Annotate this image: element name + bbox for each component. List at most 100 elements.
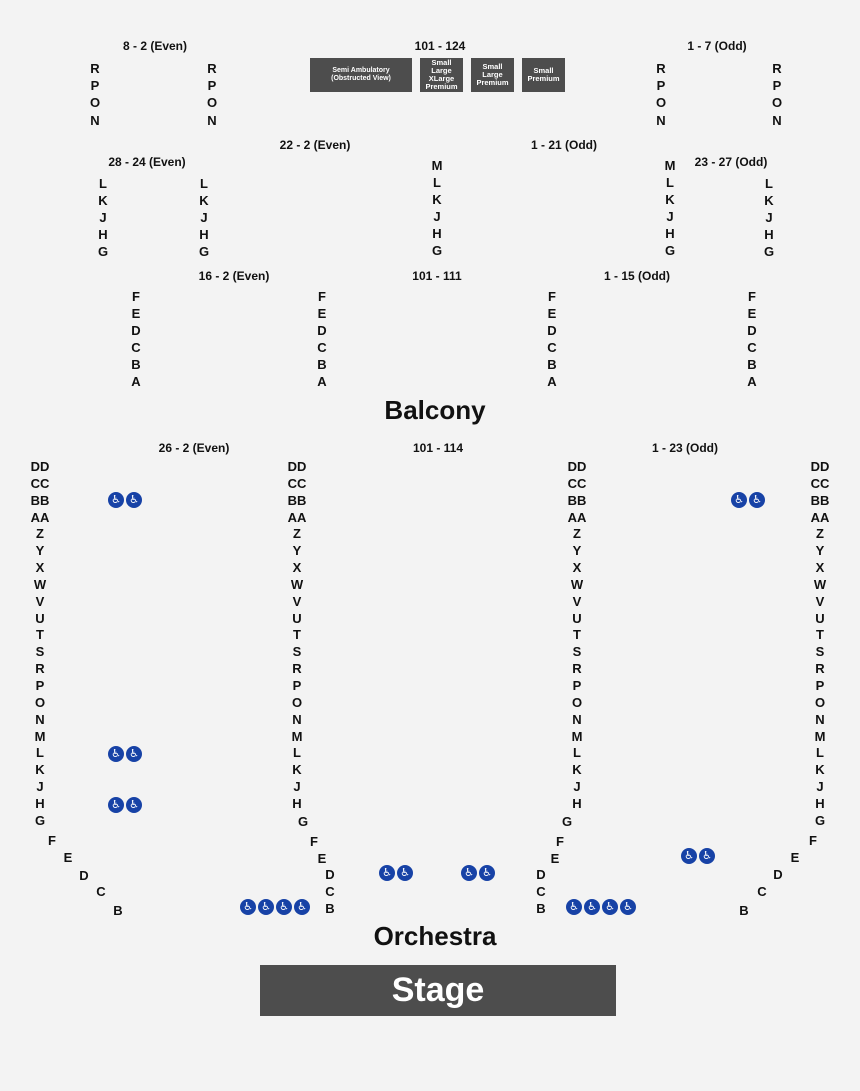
wheelchair-icon[interactable]: ♿: [108, 492, 124, 508]
row-label-b: B: [325, 901, 335, 916]
wheelchair-icon[interactable]: ♿: [379, 865, 395, 881]
wheelchair-icon[interactable]: ♿: [620, 899, 636, 915]
wheelchair-icon[interactable]: ♿: [258, 899, 274, 915]
section-label: 101 - 114: [412, 441, 464, 455]
row-label: F: [548, 289, 556, 304]
row-label: J: [99, 210, 107, 225]
row-label-e: E: [790, 850, 800, 865]
row-label: R: [572, 661, 582, 677]
row-label-e: E: [317, 851, 327, 866]
row-label: CC: [567, 475, 587, 491]
wheelchair-icon[interactable]: ♿: [699, 848, 715, 864]
row-label: J: [200, 210, 208, 225]
row-label: B: [317, 357, 327, 372]
wheelchair-icon[interactable]: ♿: [681, 848, 697, 864]
row-label: V: [35, 593, 45, 609]
row-label: X: [35, 560, 45, 576]
row-label: DD: [30, 459, 50, 474]
wheelchair-icon[interactable]: ♿: [602, 899, 618, 915]
row-label: A: [317, 374, 327, 389]
row-label: R: [35, 661, 45, 677]
row-label: V: [572, 593, 582, 609]
row-label: A: [131, 374, 141, 389]
row-label: AA: [810, 509, 830, 525]
section-label: 1 - 23 (Odd): [651, 441, 719, 455]
row-label: D: [747, 323, 757, 338]
wheelchair-icon[interactable]: ♿: [397, 865, 413, 881]
premium-box[interactable]: Small Large Premium: [471, 58, 514, 92]
row-label: BB: [810, 492, 830, 508]
row-label: Y: [815, 543, 825, 559]
row-label: G: [198, 244, 210, 259]
wheelchair-icon[interactable]: ♿: [479, 865, 495, 881]
row-label-e: E: [63, 850, 73, 865]
row-label: N: [90, 112, 100, 128]
row-label: U: [815, 610, 825, 626]
row-label: O: [655, 95, 667, 111]
semi-ambulatory-box[interactable]: Semi Ambulatory (Obstructed View): [310, 58, 412, 92]
row-label: K: [292, 762, 302, 778]
wheelchair-icon[interactable]: ♿: [126, 746, 142, 762]
wheelchair-icon[interactable]: ♿: [126, 797, 142, 813]
wheelchair-icon[interactable]: ♿: [749, 492, 765, 508]
row-label: K: [815, 762, 825, 778]
wheelchair-icon[interactable]: ♿: [240, 899, 256, 915]
row-label: O: [571, 694, 583, 710]
row-label: X: [815, 560, 825, 576]
row-label: L: [200, 176, 208, 191]
row-label: M: [814, 728, 826, 744]
row-label-f: F: [556, 834, 564, 849]
wheelchair-icon[interactable]: ♿: [731, 492, 747, 508]
row-label: M: [34, 728, 46, 744]
row-label: L: [433, 175, 441, 190]
row-label-d: D: [79, 868, 89, 883]
row-label: X: [292, 560, 302, 576]
row-label: R: [207, 61, 217, 76]
wheelchair-icon[interactable]: ♿: [126, 492, 142, 508]
row-label: BB: [567, 492, 587, 508]
row-label: U: [35, 610, 45, 626]
wheelchair-icon[interactable]: ♿: [276, 899, 292, 915]
section-label: 22 - 2 (Even): [279, 138, 351, 152]
wheelchair-icon[interactable]: ♿: [584, 899, 600, 915]
row-label: C: [747, 340, 757, 355]
row-label: H: [572, 795, 582, 811]
wheelchair-icon[interactable]: ♿: [108, 746, 124, 762]
premium-box[interactable]: Small Large XLarge Premium: [420, 58, 463, 92]
row-label: P: [207, 78, 217, 94]
row-label: H: [432, 226, 442, 241]
row-label: U: [572, 610, 582, 626]
row-label-f: F: [809, 833, 817, 848]
row-label-c: C: [96, 884, 106, 899]
row-label-f: F: [48, 833, 56, 848]
row-label: W: [570, 576, 584, 592]
section-label: 101 - 111: [412, 269, 462, 283]
wheelchair-icon[interactable]: ♿: [108, 797, 124, 813]
row-label-b: B: [739, 903, 749, 918]
row-label: T: [816, 627, 824, 643]
premium-box[interactable]: Small Premium: [522, 58, 565, 92]
row-label: R: [772, 61, 782, 76]
wheelchair-icon[interactable]: ♿: [294, 899, 310, 915]
row-label: DD: [567, 459, 587, 474]
row-label: H: [199, 227, 209, 242]
row-label: Y: [35, 543, 45, 559]
wheelchair-icon[interactable]: ♿: [566, 899, 582, 915]
row-label-b: B: [113, 903, 123, 918]
row-label: L: [293, 745, 301, 761]
row-label: AA: [30, 509, 50, 525]
row-label: N: [292, 711, 302, 727]
row-label: K: [665, 192, 675, 207]
wheelchair-icon[interactable]: ♿: [461, 865, 477, 881]
row-label-c: C: [325, 884, 335, 899]
row-label: Z: [816, 526, 824, 542]
row-label: H: [764, 227, 774, 242]
